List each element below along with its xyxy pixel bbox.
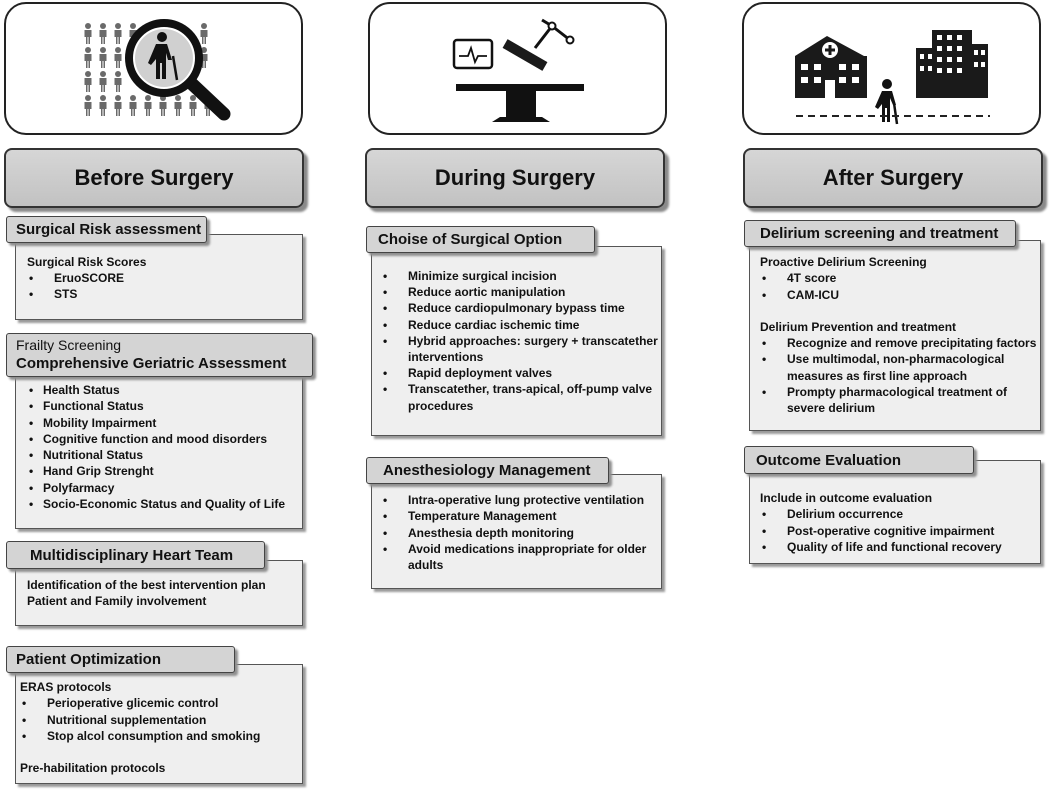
list-item: Delirium occurrence: [760, 506, 1038, 523]
heart-team-title-text: Multidisciplinary Heart Team: [30, 546, 234, 564]
risk-assessment-title: Surgical Risk assessment: [6, 216, 207, 243]
delirium-screening-heading: Proactive Delirium Screening: [760, 255, 927, 269]
anesthesiology-title-text: Anesthesiology Management: [383, 462, 591, 479]
list-item: Recognize and remove precipitating facto…: [760, 335, 1038, 352]
heart-team-line-2: Patient and Family involvement: [27, 594, 207, 608]
heart-team-title: Multidisciplinary Heart Team: [6, 541, 265, 569]
operating-table-icon: [452, 18, 584, 122]
list-item: Prompty pharmacological treatment of sev…: [760, 384, 1038, 417]
anesthesiology-list: Intra-operative lung protective ventilat…: [381, 492, 659, 573]
after-surgery-illustration: [742, 2, 1041, 135]
outcome-title: Outcome Evaluation: [744, 446, 974, 474]
list-item: Perioperative glicemic control: [20, 695, 301, 712]
delirium-title-text: Delirium screening and treatment: [760, 225, 999, 242]
heart-team-line-1: Identification of the best intervention …: [27, 578, 266, 592]
outcome-list: Delirium occurrence Post-operative cogni…: [760, 506, 1038, 555]
delirium-screening-list: 4T score CAM-ICU: [760, 270, 1038, 303]
list-item: Reduce cardiopulmonary bypass time: [381, 300, 659, 316]
eras-heading: ERAS protocols: [20, 680, 112, 694]
delirium-content: Proactive Delirium Screening 4T score CA…: [760, 254, 1038, 417]
frailty-content: Health Status Functional Status Mobility…: [27, 382, 301, 513]
magnifier-over-crowd-icon: [84, 19, 231, 121]
surgical-option-list: Minimize surgical incision Reduce aortic…: [381, 268, 659, 414]
risk-scores-list: EruoSCORE STS: [27, 270, 297, 302]
list-item: Nutritional supplementation: [20, 712, 301, 729]
list-item: Avoid medications inappropriate for olde…: [381, 541, 659, 574]
list-item: Reduce aortic manipulation: [381, 284, 659, 300]
outcome-title-text: Outcome Evaluation: [756, 451, 902, 469]
surgical-option-title-text: Choise of Surgical Option: [378, 231, 563, 248]
list-item: Reduce cardiac ischemic time: [381, 317, 659, 333]
list-item: Transcatether, trans-apical, off-pump va…: [381, 381, 659, 413]
list-item: Intra-operative lung protective ventilat…: [381, 492, 659, 509]
list-item: Cognitive function and mood disorders: [27, 431, 301, 448]
before-surgery-illustration: [4, 2, 303, 135]
list-item: Hybrid approaches: surgery + transcateth…: [381, 333, 659, 365]
list-item: CAM-ICU: [760, 287, 1038, 304]
heart-team-content: Identification of the best intervention …: [27, 577, 301, 609]
list-item: Rapid deployment valves: [381, 365, 659, 381]
anesthesiology-content: Intra-operative lung protective ventilat…: [381, 492, 659, 573]
eras-list: Perioperative glicemic control Nutrition…: [20, 695, 301, 744]
phase-during-surgery: During Surgery: [365, 148, 665, 208]
delirium-prevention-list: Recognize and remove precipitating facto…: [760, 335, 1038, 416]
list-item: Hand Grip Strenght: [27, 463, 301, 480]
delirium-title: Delirium screening and treatment: [744, 220, 1016, 247]
list-item: Anesthesia depth monitoring: [381, 525, 659, 542]
frailty-list: Health Status Functional Status Mobility…: [27, 382, 301, 513]
list-item: Nutritional Status: [27, 447, 301, 464]
during-surgery-illustration: [368, 2, 667, 135]
optimization-title: Patient Optimization: [6, 646, 235, 673]
list-item: Quality of life and functional recovery: [760, 539, 1038, 556]
list-item: Polyfarmacy: [27, 480, 301, 497]
risk-scores-heading: Surgical Risk Scores: [27, 255, 147, 269]
list-item: 4T score: [760, 270, 1038, 287]
surgical-option-content: Minimize surgical incision Reduce aortic…: [381, 268, 659, 414]
list-item: Stop alcol consumption and smoking: [20, 728, 301, 745]
hospital-buildings-icon: [795, 30, 990, 125]
list-item: STS: [27, 286, 297, 302]
list-item: Functional Status: [27, 398, 301, 415]
list-item: Minimize surgical incision: [381, 268, 659, 284]
optimization-content: ERAS protocols Perioperative glicemic co…: [20, 679, 301, 776]
heart-team-card: [15, 560, 303, 626]
outcome-content: Include in outcome evaluation Delirium o…: [760, 490, 1038, 555]
list-item: Socio-Economic Status and Quality of Lif…: [27, 496, 301, 513]
list-item: EruoSCORE: [27, 270, 297, 286]
prehabilitation-line: Pre-habilitation protocols: [20, 761, 166, 776]
frailty-title-sub: Frailty Screening: [16, 337, 122, 353]
list-item: Use multimodal, non-pharmacological meas…: [760, 351, 1038, 384]
list-item: Health Status: [27, 382, 301, 399]
risk-assessment-title-text: Surgical Risk assessment: [16, 221, 202, 238]
frailty-title-main: Comprehensive Geriatric Assessment: [16, 355, 287, 372]
delirium-prevention-heading: Delirium Prevention and treatment: [760, 319, 957, 334]
list-item: Mobility Impairment: [27, 415, 301, 432]
anesthesiology-title: Anesthesiology Management: [366, 457, 609, 484]
outcome-heading: Include in outcome evaluation: [760, 491, 933, 505]
surgical-option-title: Choise of Surgical Option: [366, 226, 595, 253]
frailty-title: Frailty Screening Comprehensive Geriatri…: [6, 333, 313, 377]
list-item: Temperature Management: [381, 508, 659, 525]
list-item: Post-operative cognitive impairment: [760, 523, 1038, 540]
phase-after-surgery: After Surgery: [743, 148, 1043, 208]
risk-assessment-content: Surgical Risk Scores EruoSCORE STS: [27, 254, 297, 302]
phase-before-surgery: Before Surgery: [4, 148, 304, 208]
optimization-title-text: Patient Optimization: [16, 651, 162, 668]
